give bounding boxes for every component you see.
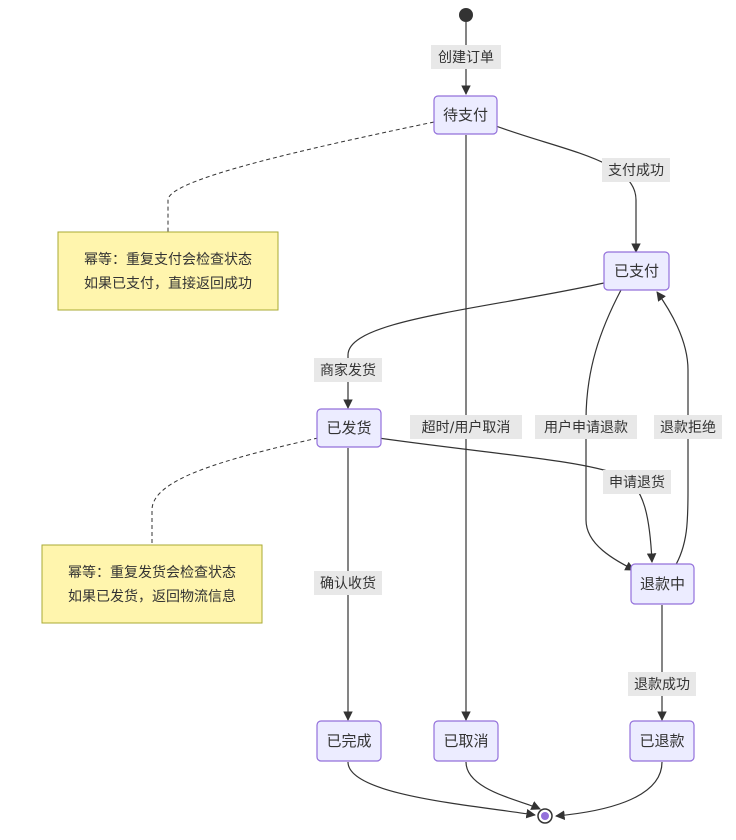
svg-text:如果已支付，直接返回成功: 如果已支付，直接返回成功 bbox=[84, 275, 252, 292]
payment-idempotency-note: 幂等：重复支付会检查状态 如果已支付，直接返回成功 bbox=[57, 231, 279, 311]
shipping-note-connector bbox=[151, 437, 319, 545]
edge-label-create-order: 创建订单 bbox=[431, 45, 501, 69]
svg-text:幂等：重复发货会检查状态: 幂等：重复发货会检查状态 bbox=[68, 564, 236, 581]
edge-label-request-return: 申请退货 bbox=[603, 470, 671, 494]
svg-text:确认收货: 确认收货 bbox=[320, 575, 376, 592]
svg-text:超时/用户取消: 超时/用户取消 bbox=[422, 419, 511, 436]
edge-label-merchant-ship: 商家发货 bbox=[314, 358, 382, 382]
start-node bbox=[459, 8, 473, 22]
svg-text:退款成功: 退款成功 bbox=[634, 677, 690, 693]
edge-label-pay-success: 支付成功 bbox=[602, 158, 670, 182]
state-refunded: 已退款 bbox=[629, 720, 695, 762]
state-refunding: 退款中 bbox=[630, 563, 695, 605]
edge-refunded-end bbox=[555, 761, 663, 820]
svg-text:已完成: 已完成 bbox=[326, 732, 371, 750]
svg-text:如果已发货，返回物流信息: 如果已发货，返回物流信息 bbox=[68, 588, 236, 605]
edge-label-confirm-receipt: 确认收货 bbox=[314, 571, 382, 595]
svg-text:用户申请退款: 用户申请退款 bbox=[544, 419, 628, 436]
edge-request-return bbox=[377, 437, 657, 563]
edge-label-refund-rejected: 退款拒绝 bbox=[654, 415, 722, 439]
edge-completed-end bbox=[347, 761, 536, 819]
edge-merchant-ship bbox=[343, 282, 605, 409]
svg-text:已退款: 已退款 bbox=[639, 732, 684, 750]
svg-text:待支付: 待支付 bbox=[443, 106, 488, 124]
edge-pay-success bbox=[495, 125, 641, 253]
state-shipped: 已发货 bbox=[316, 408, 382, 448]
state-cancelled: 已取消 bbox=[433, 720, 499, 762]
svg-text:商家发货: 商家发货 bbox=[320, 362, 376, 379]
state-paid: 已支付 bbox=[603, 251, 670, 291]
payment-note-connector bbox=[167, 121, 435, 232]
edge-label-timeout-cancel: 超时/用户取消 bbox=[410, 415, 522, 439]
edge-label-refund-success: 退款成功 bbox=[628, 672, 696, 696]
shipping-idempotency-note: 幂等：重复发货会检查状态 如果已发货，返回物流信息 bbox=[41, 544, 263, 624]
edge-cancelled-end bbox=[465, 761, 541, 810]
svg-text:申请退货: 申请退货 bbox=[609, 474, 665, 491]
state-pending-payment: 待支付 bbox=[433, 95, 498, 135]
svg-text:幂等：重复支付会检查状态: 幂等：重复支付会检查状态 bbox=[84, 251, 252, 268]
svg-text:退款中: 退款中 bbox=[640, 575, 685, 593]
state-completed: 已完成 bbox=[316, 720, 382, 762]
svg-text:支付成功: 支付成功 bbox=[608, 163, 664, 179]
svg-text:已发货: 已发货 bbox=[326, 419, 371, 437]
svg-text:退款拒绝: 退款拒绝 bbox=[660, 420, 716, 436]
edge-label-user-refund-request: 用户申请退款 bbox=[535, 415, 637, 439]
svg-text:已支付: 已支付 bbox=[614, 262, 659, 280]
end-node bbox=[537, 808, 553, 824]
svg-text:已取消: 已取消 bbox=[443, 732, 488, 750]
svg-text:创建订单: 创建订单 bbox=[438, 50, 494, 66]
